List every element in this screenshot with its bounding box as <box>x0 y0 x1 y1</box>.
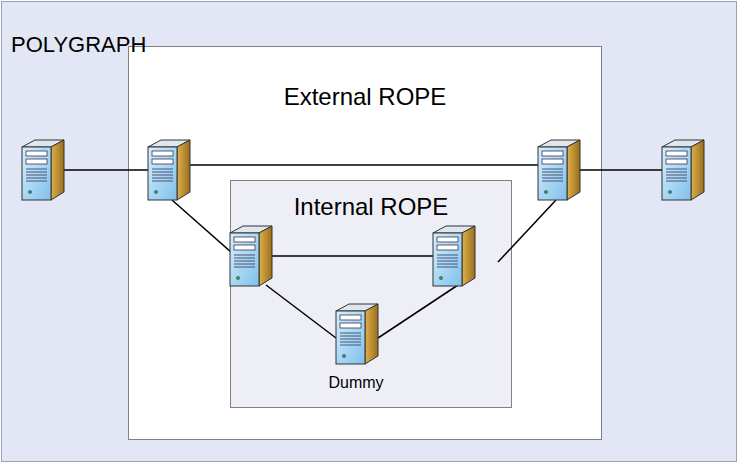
server-icon <box>230 226 272 286</box>
wire <box>498 200 556 262</box>
wire <box>190 164 538 166</box>
server-icon <box>148 140 190 200</box>
wire <box>378 285 458 338</box>
wire <box>272 255 433 257</box>
server-node: Dummy <box>316 296 396 396</box>
node-title: POLYGRAPH <box>11 32 146 57</box>
server-icon <box>22 140 64 200</box>
node-title: External ROPE <box>128 83 602 111</box>
node-title: Dummy <box>316 374 396 392</box>
group-box: Internal ROPE Dummy <box>230 180 512 408</box>
box-outline <box>129 47 602 440</box>
wire <box>580 169 662 171</box>
box-outline <box>231 181 512 408</box>
server-icon <box>336 304 378 364</box>
wire <box>266 285 336 338</box>
server-icon <box>662 140 704 200</box>
group-box: External ROPE Internal ROPE Dummy <box>128 46 602 440</box>
server-icons <box>22 140 704 364</box>
wire <box>64 169 148 171</box>
server-icon <box>538 140 580 200</box>
server-icon <box>433 226 475 286</box>
node-title: Internal ROPE <box>230 193 512 221</box>
